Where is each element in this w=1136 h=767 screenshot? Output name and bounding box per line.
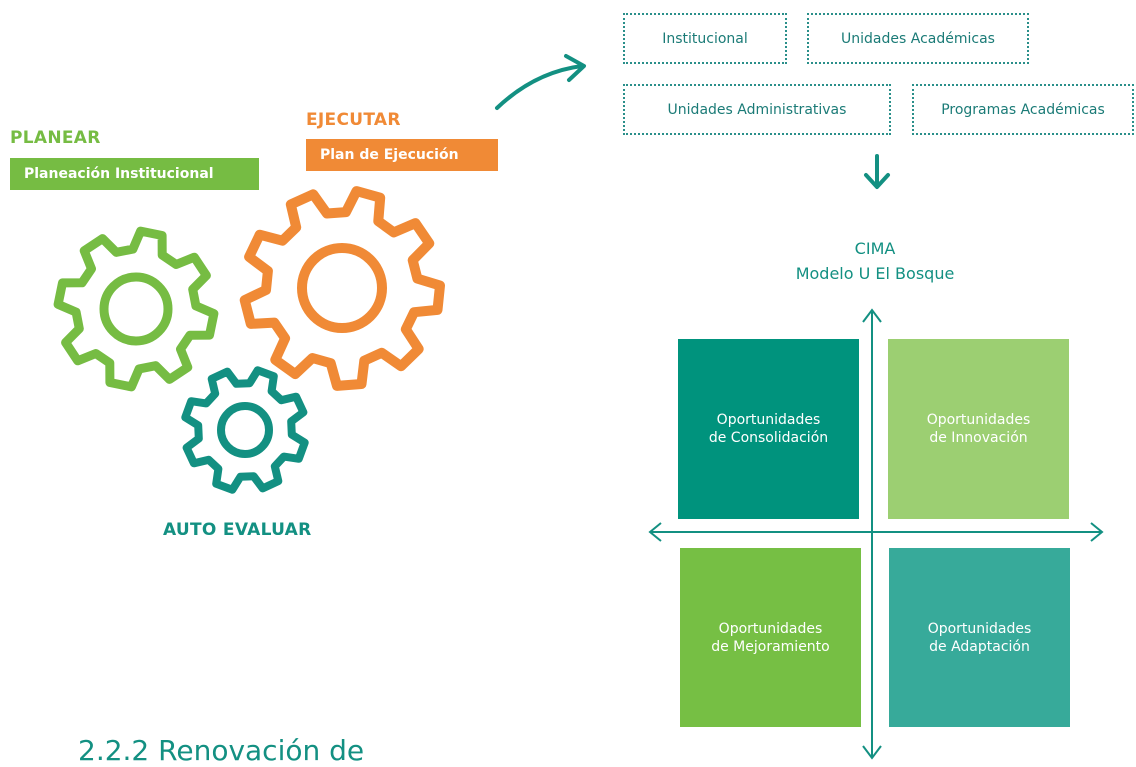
ejecutar-subtitle-pill: Plan de Ejecución bbox=[306, 139, 498, 171]
ejecutar-title: EJECUTAR bbox=[306, 110, 401, 130]
section-heading: 2.2.2 Renovación de bbox=[78, 734, 365, 767]
cima-title: CIMA Modelo U El Bosque bbox=[740, 236, 1010, 286]
gear-hole bbox=[99, 272, 173, 346]
ejecutar-subtitle-text: Plan de Ejecución bbox=[320, 147, 459, 163]
quadrant-consolidacion-line2: de Consolidación bbox=[708, 430, 829, 446]
unit-academicas: Unidades Académicas bbox=[807, 13, 1029, 64]
planear-gear-icon bbox=[53, 226, 219, 392]
quadrant-innovacion-line2: de Innovación bbox=[929, 430, 1028, 446]
quadrant-adaptacion-line1: Oportunidades bbox=[927, 620, 1032, 637]
unit-programas: Programas Académicas bbox=[912, 84, 1134, 135]
quadrant-innovacion-line1: Oportunidades bbox=[926, 412, 1031, 428]
gear-outline bbox=[181, 366, 309, 494]
autoevaluar-title: AUTO EVALUAR bbox=[163, 520, 312, 540]
quadrant-consolidacion-line1: Oportunidades bbox=[716, 412, 821, 428]
axis-arrow-left-icon bbox=[648, 522, 662, 542]
planear-subtitle-pill: Planeación Institucional bbox=[10, 158, 259, 190]
down-arrowhead-icon bbox=[864, 173, 890, 189]
unit-administrativas: Unidades Administrativas bbox=[623, 84, 891, 135]
ejecutar-gear-icon bbox=[239, 186, 445, 391]
planear-title: PLANEAR bbox=[10, 128, 101, 148]
flow-arrow-icon bbox=[495, 64, 584, 110]
quadrant-consolidacion: Oportunidades de Consolidación bbox=[678, 339, 859, 519]
quadrant-innovacion: Oportunidades de Innovación bbox=[888, 339, 1069, 519]
cima-title-line2: Modelo U El Bosque bbox=[795, 264, 955, 283]
gear-hole bbox=[217, 402, 273, 458]
gear-outline bbox=[53, 226, 219, 392]
gear-outline bbox=[239, 186, 445, 391]
quadrant-adaptacion-line2: de Adaptación bbox=[929, 638, 1030, 655]
quadrant-mejoramiento-line1: Oportunidades bbox=[718, 620, 823, 637]
planear-subtitle-text: Planeación Institucional bbox=[24, 166, 214, 182]
quadrant-mejoramiento-line2: de Mejoramiento bbox=[711, 638, 830, 655]
planear-title-text: PLANEAR bbox=[10, 128, 101, 148]
cima-title-line1: CIMA bbox=[854, 239, 896, 258]
gear-hole bbox=[297, 243, 387, 333]
axis-arrow-up-icon bbox=[862, 308, 882, 323]
unit-institucional: Institucional bbox=[623, 13, 787, 64]
flow-arrowhead-icon bbox=[564, 54, 586, 82]
autoevaluar-gear-icon bbox=[181, 366, 309, 494]
axis-arrow-down-icon bbox=[862, 745, 882, 760]
axis-arrow-right-icon bbox=[1090, 522, 1104, 542]
